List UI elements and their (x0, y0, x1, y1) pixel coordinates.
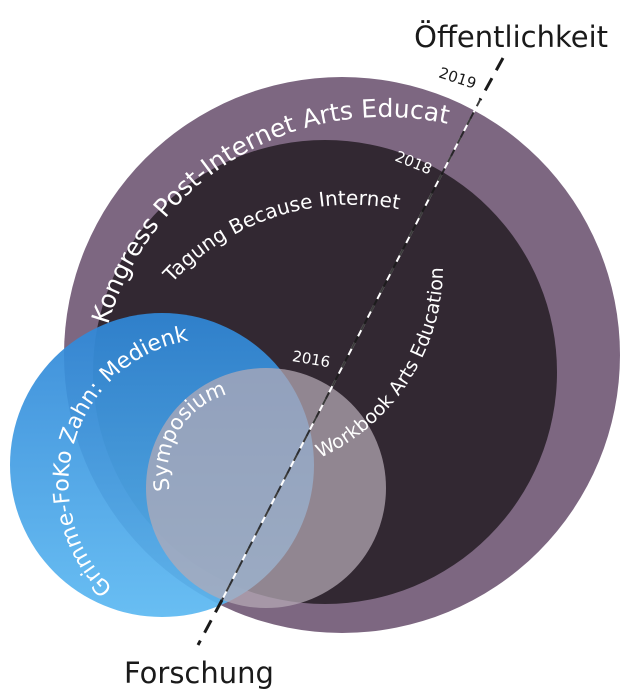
axis-line-outer-bottom (196, 599, 224, 646)
axis-line-inner-shadow (221, 99, 481, 601)
axis-bottom-label: Forschung (124, 656, 274, 690)
symposium-circle (146, 368, 386, 608)
axis-top-label: Öffentlichkeit (414, 20, 608, 54)
year-2019-label: 2019 (437, 64, 479, 93)
axis-line-outer-top (478, 57, 505, 101)
